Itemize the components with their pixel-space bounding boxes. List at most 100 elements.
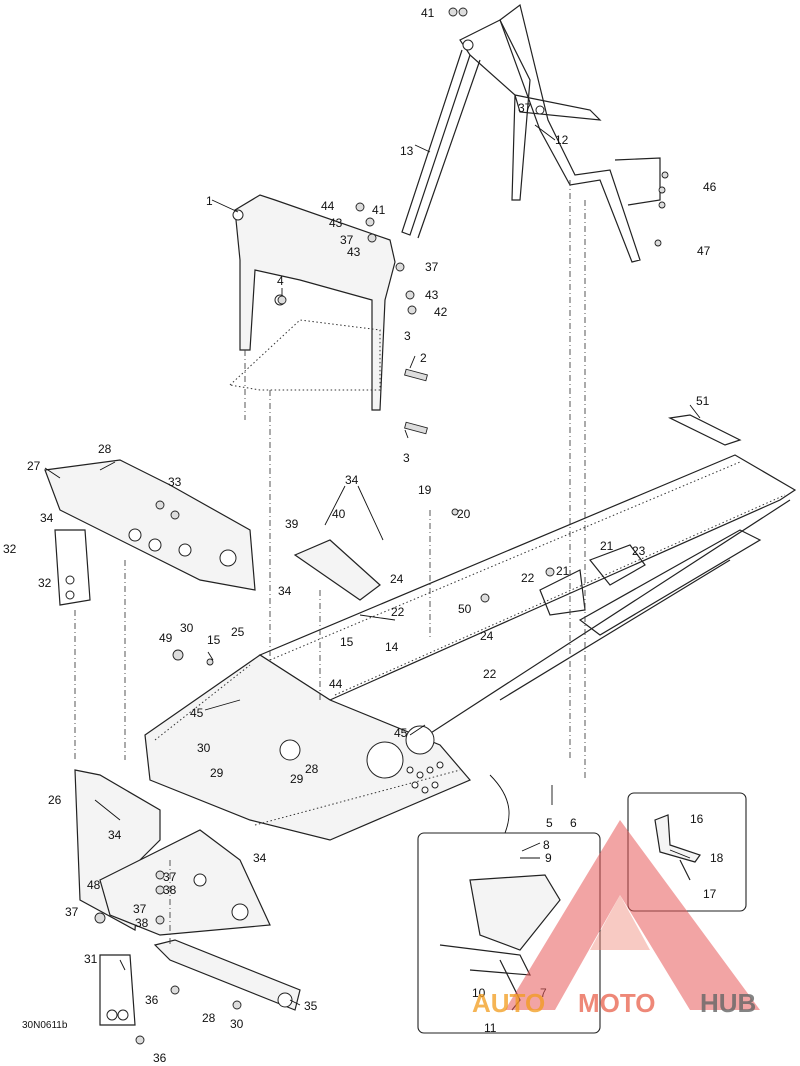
callout-22c: 22 <box>483 667 497 681</box>
callout-34b: 34 <box>40 511 54 525</box>
callout-13: 13 <box>400 144 414 158</box>
front-column <box>228 194 396 411</box>
callout-37: 37 <box>518 101 532 115</box>
callout-24: 24 <box>390 572 404 586</box>
callout-37b: 37 <box>340 233 354 247</box>
callout-31: 31 <box>84 952 98 966</box>
callout-26: 26 <box>48 793 62 807</box>
callout-37d: 37 <box>163 870 177 884</box>
callout-3b: 3 <box>403 451 410 465</box>
main-tunnel <box>258 454 797 741</box>
frame-hole <box>535 105 545 115</box>
callout-37f: 37 <box>65 905 79 919</box>
mid-bracket <box>293 539 646 616</box>
callout-34: 34 <box>345 473 359 487</box>
column-hole <box>232 209 244 221</box>
assembly-guides <box>74 180 586 945</box>
callout-8: 8 <box>543 838 550 852</box>
bottom-bar <box>99 939 301 1026</box>
callout-17: 17 <box>703 887 717 901</box>
callout-46: 46 <box>703 180 717 194</box>
callout-1: 1 <box>206 194 213 208</box>
callout-28b: 28 <box>305 762 319 776</box>
inset-right-parts <box>654 814 701 881</box>
watermark-text-moto: MOTO <box>578 988 656 1018</box>
callout-28c: 28 <box>202 1011 216 1025</box>
watermark-inner-triangle-icon <box>590 895 650 950</box>
callout-36: 36 <box>145 993 159 1007</box>
callout-21: 21 <box>600 539 614 553</box>
callout-38: 38 <box>163 883 177 897</box>
callout-14: 14 <box>385 640 399 654</box>
callout-6: 6 <box>570 816 577 830</box>
callout-12: 12 <box>555 133 569 147</box>
callout-36b: 36 <box>153 1051 167 1065</box>
callout-labels: 41 37 12 13 46 47 1 44 41 43 37 43 37 4 … <box>3 6 724 1065</box>
callout-15b: 15 <box>340 635 354 649</box>
callout-25: 25 <box>231 625 245 639</box>
callout-47: 47 <box>697 244 711 258</box>
callout-33: 33 <box>168 475 182 489</box>
callout-29b: 29 <box>290 772 304 786</box>
callout-5: 5 <box>546 816 553 830</box>
callout-19: 19 <box>418 483 432 497</box>
callout-37c: 37 <box>425 260 439 274</box>
callout-15: 15 <box>207 633 221 647</box>
callout-44: 44 <box>321 199 335 213</box>
front-bracket <box>44 459 256 606</box>
callout-30b: 30 <box>197 741 211 755</box>
bottom-pan <box>99 829 271 936</box>
callout-32b: 32 <box>38 576 52 590</box>
callout-10: 10 <box>472 986 486 1000</box>
callout-18: 18 <box>710 851 724 865</box>
callout-9: 9 <box>545 851 552 865</box>
callout-4: 4 <box>277 274 284 288</box>
callout-20: 20 <box>457 507 471 521</box>
callout-29: 29 <box>210 766 224 780</box>
callout-30c: 30 <box>230 1017 244 1031</box>
callout-44b: 44 <box>329 677 343 691</box>
callout-49: 49 <box>159 631 173 645</box>
callout-34e: 34 <box>253 851 267 865</box>
callout-37e: 37 <box>133 902 147 916</box>
callout-50: 50 <box>458 602 472 616</box>
callout-22: 22 <box>521 571 535 585</box>
callout-28: 28 <box>98 442 112 456</box>
callout-21b: 21 <box>556 564 570 578</box>
fasteners <box>94 7 669 1045</box>
callout-45b: 45 <box>394 726 408 740</box>
callout-27: 27 <box>27 459 41 473</box>
callout-43c: 43 <box>425 288 439 302</box>
reference-code: 30N0611b <box>22 1020 68 1031</box>
callout-34d: 34 <box>108 828 122 842</box>
callout-30: 30 <box>180 621 194 635</box>
callout-3: 3 <box>404 329 411 343</box>
callout-48: 48 <box>87 878 101 892</box>
callout-43b: 43 <box>347 245 361 259</box>
frame-hole <box>462 39 474 51</box>
callout-32: 32 <box>3 542 17 556</box>
callout-22b: 22 <box>391 605 405 619</box>
leader-lines <box>44 124 701 1006</box>
callout-23: 23 <box>632 544 646 558</box>
steering-support-frame <box>401 3 661 263</box>
watermark-text-auto: AUTO <box>472 988 545 1018</box>
watermark-triangle-icon <box>505 820 760 1010</box>
callout-43: 43 <box>329 216 343 230</box>
callout-11: 11 <box>484 1021 497 1035</box>
rear-mount <box>668 414 742 446</box>
callout-41: 41 <box>421 6 435 20</box>
watermark-logo: AUTO MOTO HUB <box>472 820 760 1018</box>
callout-24b: 24 <box>480 629 494 643</box>
callout-35: 35 <box>304 999 318 1013</box>
inset-box-left <box>417 832 601 1034</box>
callout-39: 39 <box>285 517 299 531</box>
callout-41b: 41 <box>372 203 386 217</box>
callout-40: 40 <box>332 507 346 521</box>
callout-2: 2 <box>420 351 427 365</box>
inset-left-parts <box>439 874 561 1011</box>
callout-51: 51 <box>696 394 710 408</box>
callout-38b: 38 <box>135 916 149 930</box>
